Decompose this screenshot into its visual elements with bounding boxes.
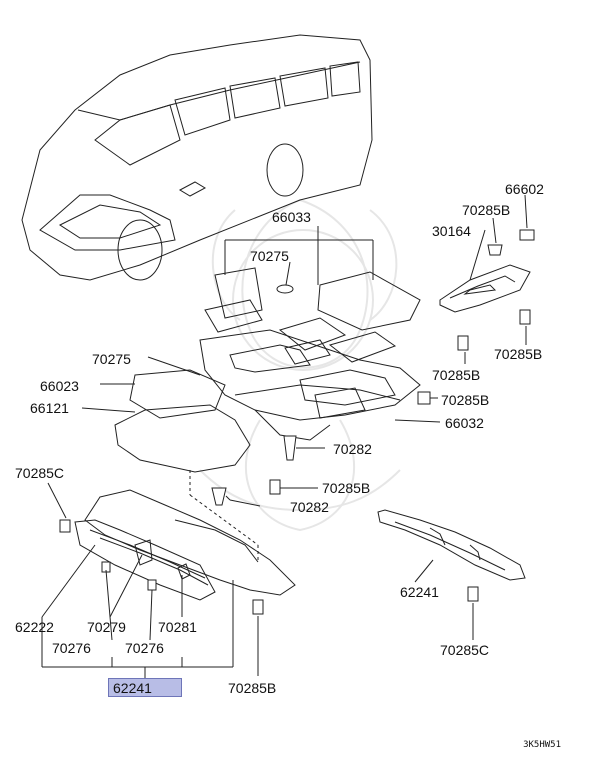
label-70285c-left[interactable]: 70285C [15,465,65,481]
label-66602[interactable]: 66602 [505,181,544,197]
label-70279[interactable]: 70279 [87,619,126,635]
leader-lines [41,194,528,678]
part-62241-lower-cover [74,489,296,601]
part-underbody-panel [114,329,421,473]
label-70281[interactable]: 70281 [158,619,197,635]
label-66032[interactable]: 66032 [445,415,484,431]
label-70275-top[interactable]: 70275 [250,248,289,264]
label-70285b-top[interactable]: 70285B [462,202,511,218]
label-70285b-right1[interactable]: 70285B [494,346,543,362]
label-30164[interactable]: 30164 [432,223,471,239]
label-66121[interactable]: 66121 [30,400,69,416]
reference-code: 3K5HW51 [523,740,561,750]
label-70285b-right2[interactable]: 70285B [432,367,481,383]
part-66033-shields [204,267,421,365]
label-66023[interactable]: 66023 [40,378,79,394]
label-70282-a[interactable]: 70282 [333,441,372,457]
label-70285c-right[interactable]: 70285C [440,642,490,658]
fasteners [59,229,535,615]
part-62241-right-cover [377,509,526,581]
label-66033[interactable]: 66033 [272,209,311,225]
label-62241-main[interactable]: 62241 [113,680,152,696]
part-30164-bracket [439,264,531,313]
label-62241-right[interactable]: 62241 [400,584,439,600]
label-70285b-center[interactable]: 70285B [322,480,371,496]
label-70285b-right3[interactable]: 70285B [441,392,490,408]
label-70275-mid[interactable]: 70275 [92,351,131,367]
vehicle-outline [21,34,373,281]
label-62222[interactable]: 62222 [15,619,54,635]
label-70282-b[interactable]: 70282 [290,499,329,515]
highlight-box [108,678,182,697]
watermark-emblem [199,198,401,532]
label-70276-b[interactable]: 70276 [125,640,164,656]
label-70276-a[interactable]: 70276 [52,640,91,656]
label-70285b-bottom[interactable]: 70285B [228,680,277,696]
